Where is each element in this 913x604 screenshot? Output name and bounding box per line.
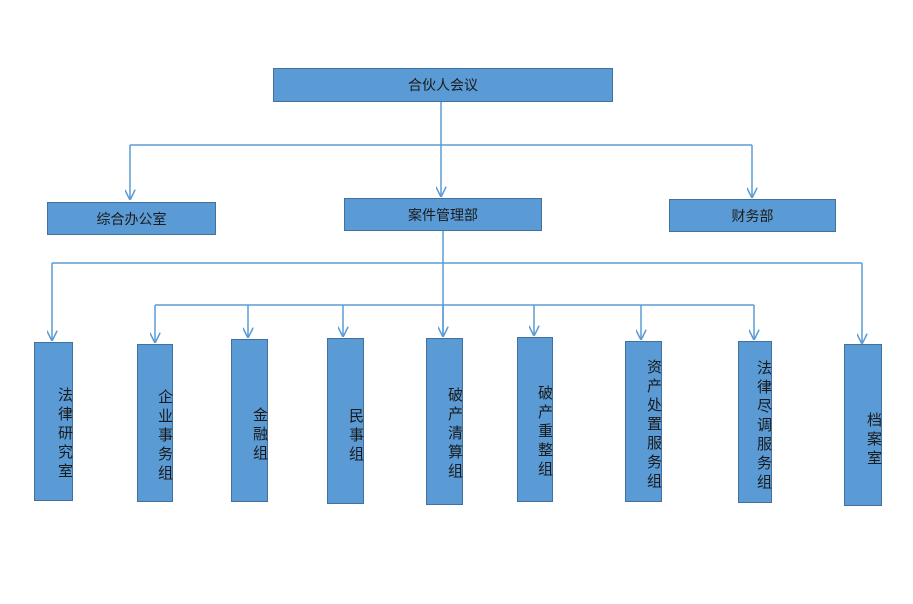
node-corporate-affairs: 企业事务组: [137, 344, 174, 502]
node-general-office: 综合办公室: [47, 202, 216, 235]
node-finance: 财务部: [669, 199, 836, 232]
node-finance-group: 金融组: [231, 339, 269, 502]
node-civil-affairs: 民事组: [327, 338, 365, 504]
node-legal-research: 法律研究室: [34, 342, 74, 501]
node-case-management: 案件管理部: [344, 198, 542, 231]
node-bankruptcy-liquidation: 破产清算组: [426, 338, 464, 505]
node-legal-due-diligence: 法律尽调服务组: [738, 341, 773, 503]
node-archives: 档案室: [844, 344, 883, 506]
node-asset-disposal: 资产处置服务组: [625, 341, 663, 502]
node-bankruptcy-reorganization: 破产重整组: [517, 337, 554, 502]
node-partners-meeting: 合伙人会议: [273, 68, 613, 102]
